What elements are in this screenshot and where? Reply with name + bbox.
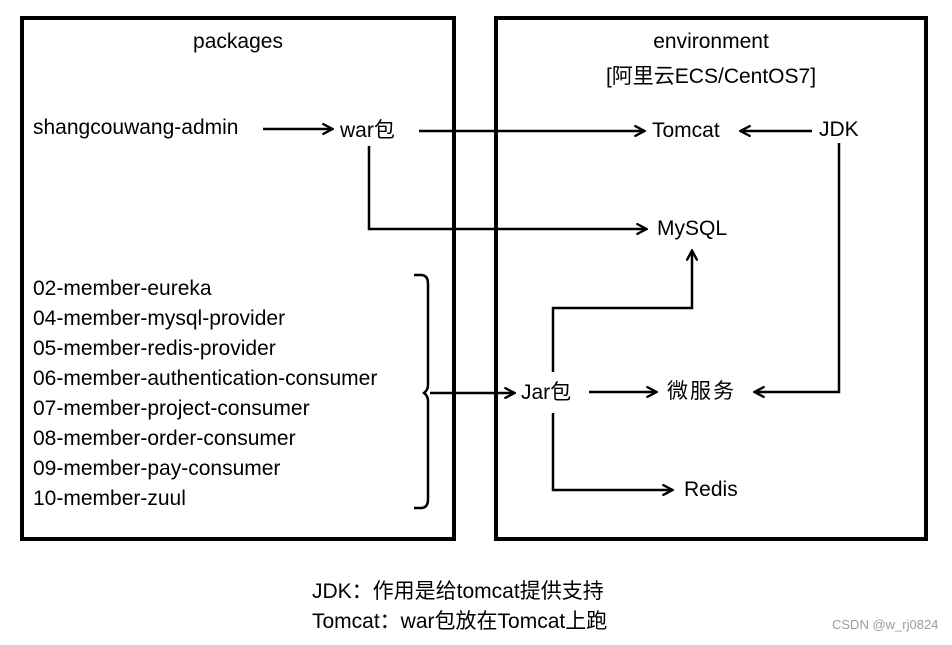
war-package-label: war包 (340, 119, 395, 142)
watermark: CSDN @w_rj0824 (832, 617, 939, 632)
note-jdk: JDK：作用是给tomcat提供支持 (312, 580, 604, 603)
member-package-item: 02-member-eureka (33, 277, 212, 300)
packages-box (20, 16, 456, 541)
environment-box-subtitle: [阿里云ECS/CentOS7] (605, 65, 817, 88)
packages-box-title: packages (193, 30, 283, 53)
member-package-item: 08-member-order-consumer (33, 427, 296, 450)
mysql-label: MySQL (657, 217, 728, 240)
app-package-label: shangcouwang-admin (33, 116, 239, 139)
member-package-list: 02-member-eureka 04-member-mysql-provide… (33, 274, 377, 514)
environment-box (494, 16, 928, 541)
member-package-item: 04-member-mysql-provider (33, 307, 286, 330)
note-tomcat: Tomcat：war包放在Tomcat上跑 (312, 610, 608, 633)
jdk-label: JDK (819, 118, 859, 141)
member-package-item: 06-member-authentication-consumer (33, 367, 378, 390)
tomcat-label: Tomcat (652, 119, 720, 142)
member-package-item: 10-member-zuul (33, 487, 186, 510)
notes: JDK：作用是给tomcat提供支持 Tomcat：war包放在Tomcat上跑 (312, 577, 607, 637)
member-package-item: 07-member-project-consumer (33, 397, 310, 420)
redis-label: Redis (684, 478, 738, 501)
jar-package-label: Jar包 (521, 381, 572, 404)
member-package-item: 09-member-pay-consumer (33, 457, 281, 480)
microservice-label: 微服务 (667, 380, 736, 403)
member-package-item: 05-member-redis-provider (33, 337, 276, 360)
environment-box-title: environment (653, 30, 769, 53)
